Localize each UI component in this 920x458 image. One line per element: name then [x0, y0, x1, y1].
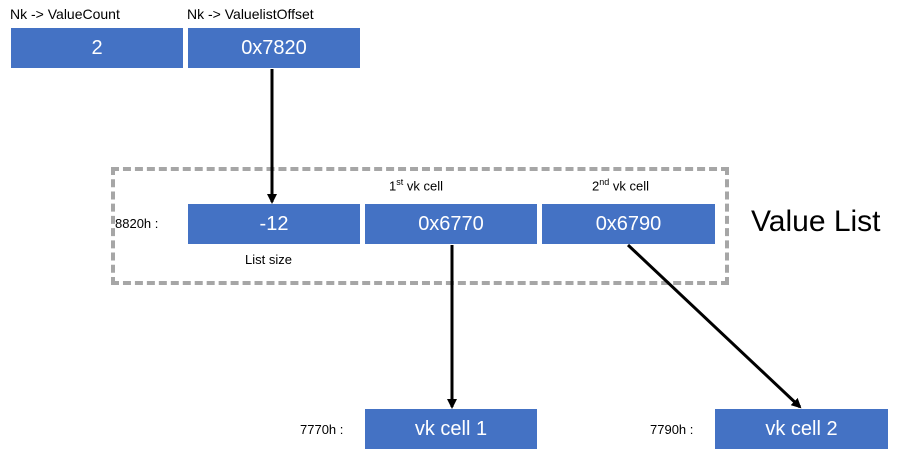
- offset2-to-vk-cell-2-arrow: [626, 243, 802, 409]
- first-vk-cell-label: 1st vk cell: [389, 177, 443, 194]
- vk-offset-1-box: 0x6770: [364, 203, 538, 245]
- value-count-label: Nk -> ValueCount: [10, 6, 120, 22]
- vk-cell-2-box: vk cell 2: [714, 408, 889, 450]
- vk-offset-2-box: 0x6790: [541, 203, 716, 245]
- vk-cell-1-address: 7770h :: [300, 422, 344, 437]
- vk-cell-2-address: 7790h :: [650, 422, 694, 437]
- valuelist-offset-box: 0x7820: [187, 27, 361, 69]
- value-count-box: 2: [10, 27, 184, 69]
- vk-cell-1-box: vk cell 1: [364, 408, 538, 450]
- value-list-address: 8820h :: [115, 216, 159, 231]
- value-list-group: [111, 167, 729, 285]
- valuelist-offset-label: Nk -> ValuelistOffset: [187, 6, 314, 22]
- value-list-title: Value List: [751, 205, 881, 238]
- second-vk-cell-label: 2nd vk cell: [592, 177, 649, 194]
- list-size-label: List size: [245, 252, 292, 267]
